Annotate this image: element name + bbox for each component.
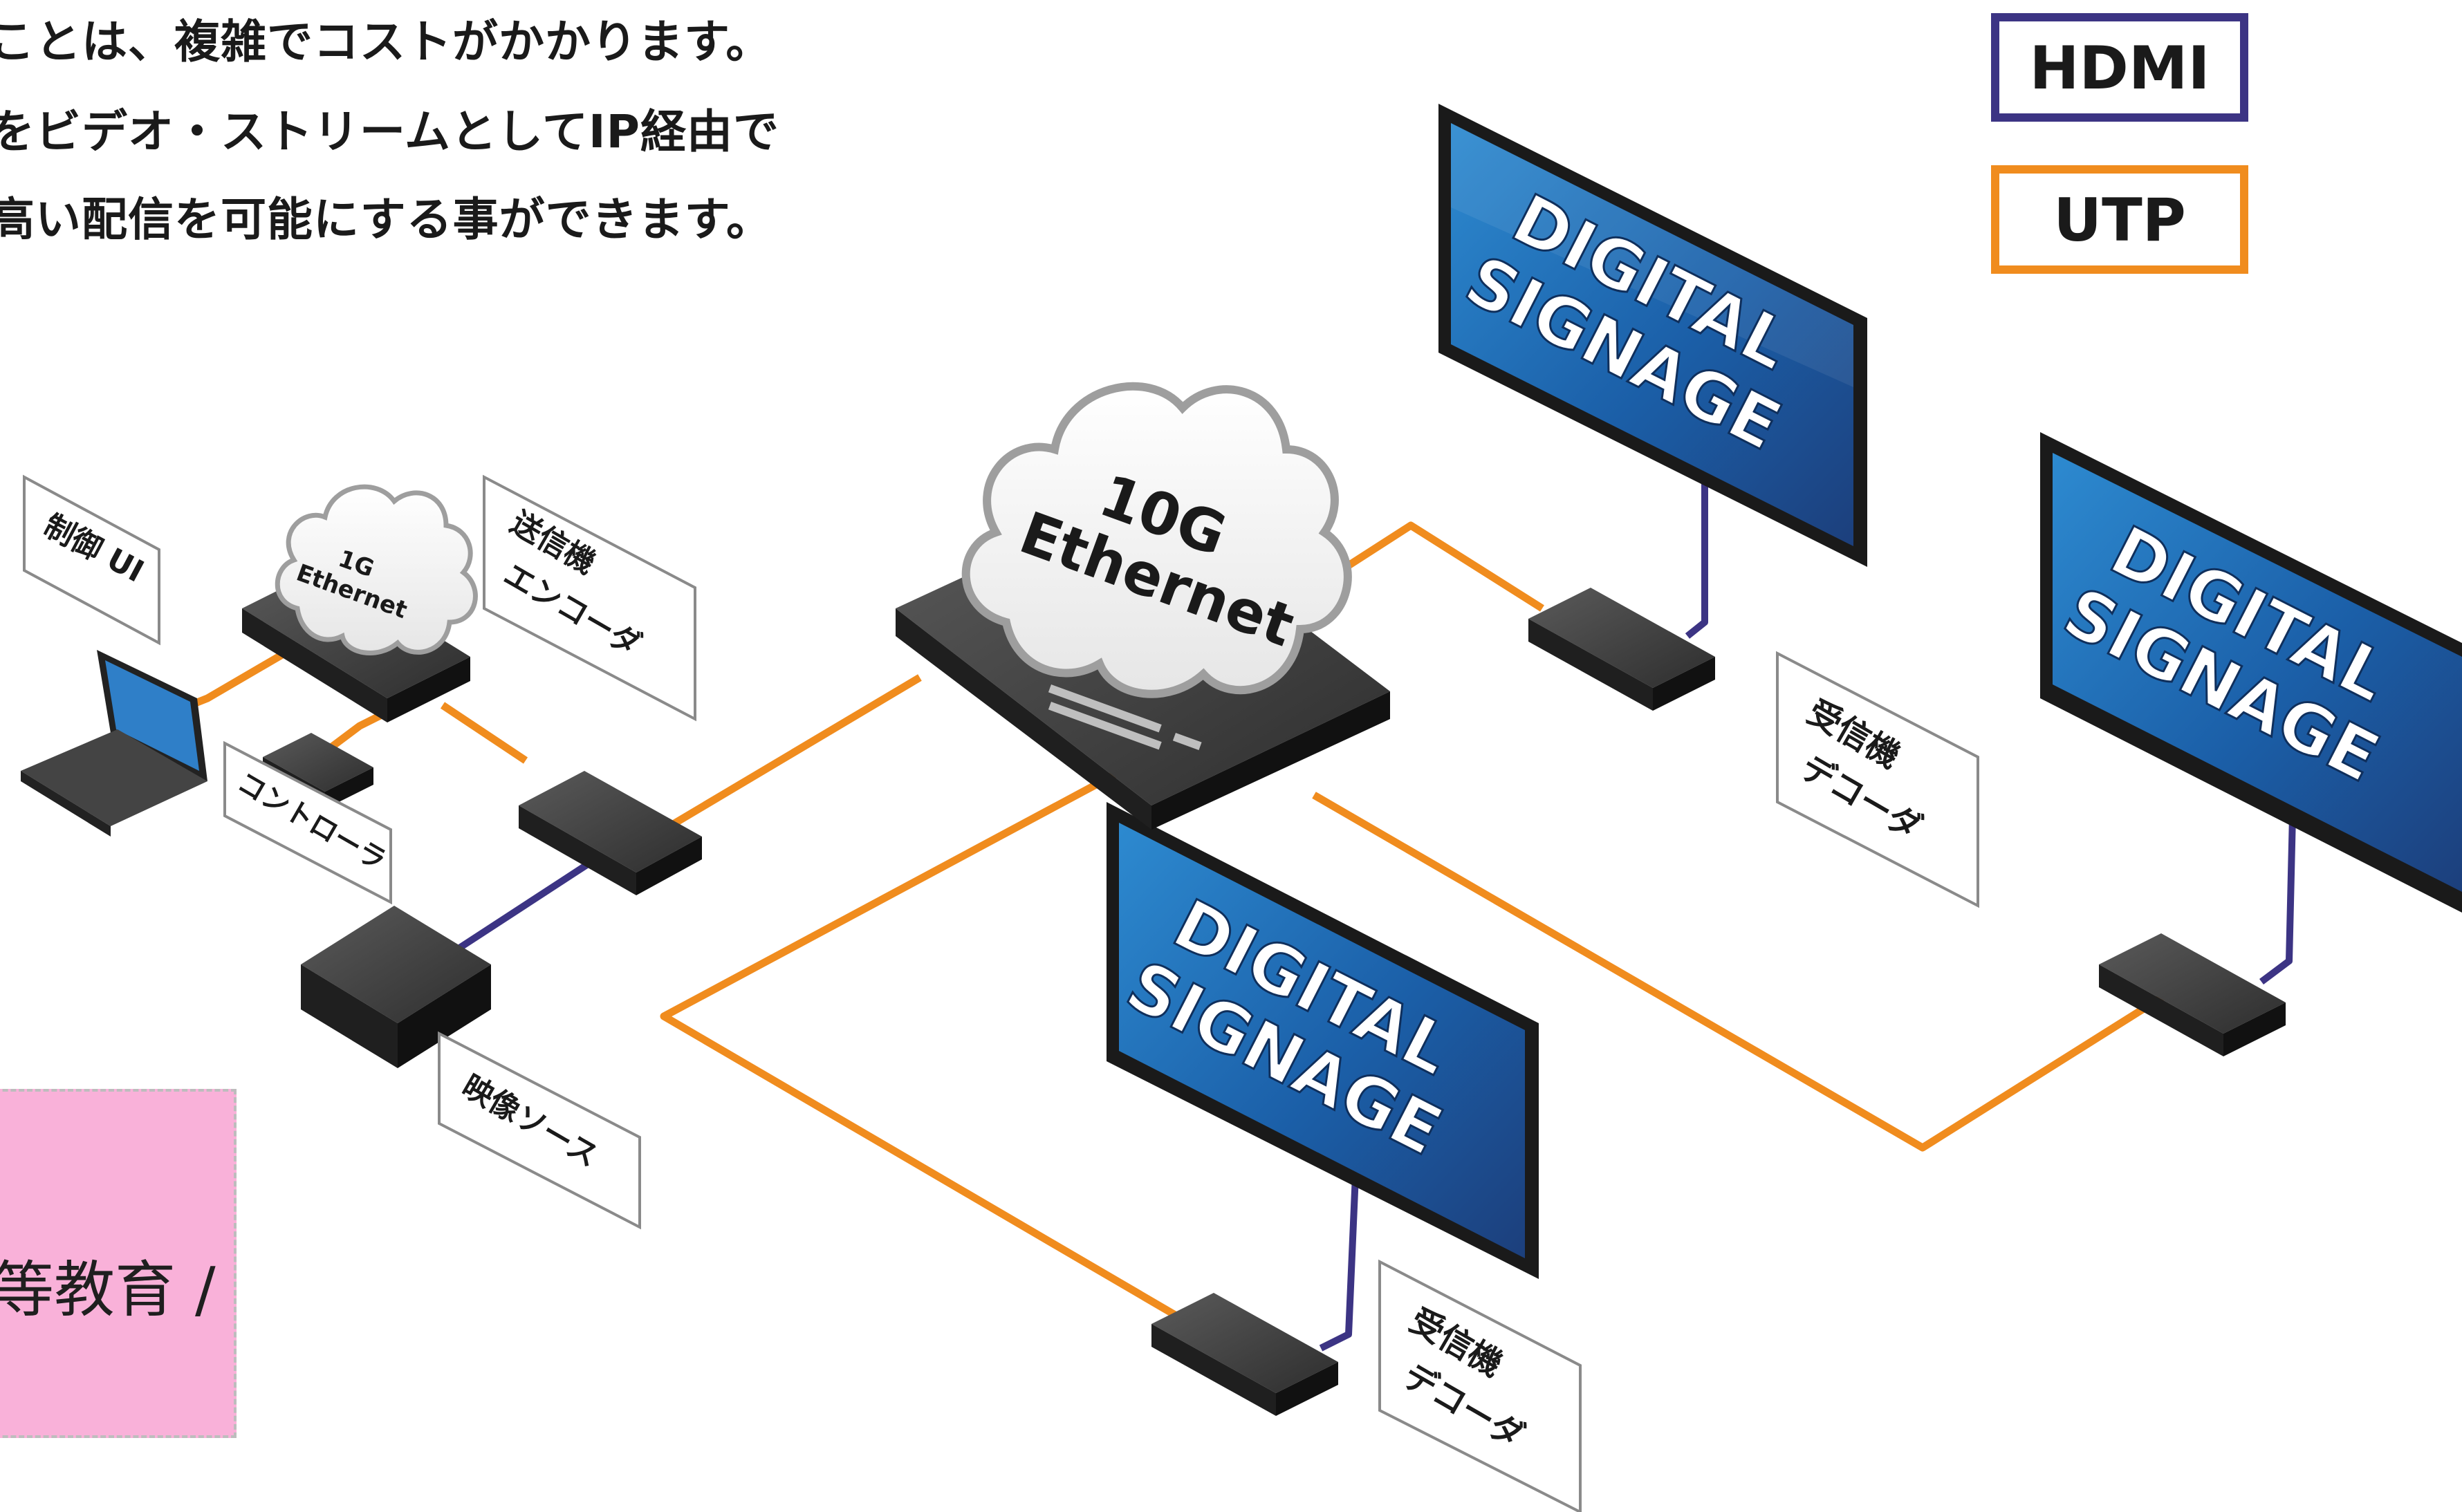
- legend-utp-box: [1991, 165, 2248, 274]
- label-transmitter: 送信機 エンコーダ: [483, 474, 696, 722]
- legend-hdmi-box: [1991, 13, 2248, 122]
- laptop: [21, 650, 207, 837]
- label-receiver-2: 受信機 デコーダ: [1378, 1259, 1582, 1512]
- hdmi-cables: [427, 484, 2296, 1352]
- decoder-b: [2099, 933, 2286, 1056]
- label-control-ui: 制御 UI: [23, 474, 160, 646]
- legend-utp-label: UTP: [2053, 186, 2186, 255]
- pink-note-text: 等教育 /: [0, 1254, 216, 1325]
- header-line-2: をビデオ・ストリームとしてIP経由で: [0, 105, 779, 158]
- switch-10g-ports: [1048, 684, 1202, 750]
- header-line-1: ことは、複雑でコストがかかります。: [0, 15, 772, 68]
- utp-encoder-to-10g: [662, 674, 922, 833]
- cloud-10g: 10G Ethernet: [961, 382, 1352, 698]
- label-receiver-1: 受信機 デコーダ: [1776, 651, 1979, 908]
- utp-1g-to-encoder: [440, 702, 528, 764]
- hdmi-decoder-a-to-screen: [1685, 484, 1708, 639]
- video-source-device: [301, 906, 491, 1068]
- decoder-c: [1151, 1293, 1338, 1416]
- signage-screen-a: DIGITAL SIGNAGE: [1438, 104, 1867, 567]
- utp-10g-to-screen-c: [660, 757, 1198, 1331]
- label-video-source: 映像ソース: [438, 1031, 641, 1230]
- legend: HDMI UTP: [1991, 13, 2248, 274]
- legend-hdmi-label: HDMI: [2030, 34, 2210, 103]
- signage-screen-b: DIGITAL SIGNAGE: [2040, 432, 2462, 913]
- cloud-1g: 1G Ethernet: [275, 484, 478, 655]
- signage-screen-c: DIGITAL SIGNAGE: [1107, 802, 1539, 1279]
- encoder-device: [519, 771, 702, 895]
- utp-10g-to-screen-b: [1312, 792, 2167, 1152]
- pink-note-box: [0, 1089, 237, 1438]
- header-line-3: 高い配信を可能にする事ができます。: [0, 193, 773, 246]
- hdmi-decoder-b-to-screen: [2259, 815, 2296, 984]
- hdmi-decoder-c-to-screen: [1319, 1175, 1359, 1352]
- decoder-a: [1528, 588, 1715, 711]
